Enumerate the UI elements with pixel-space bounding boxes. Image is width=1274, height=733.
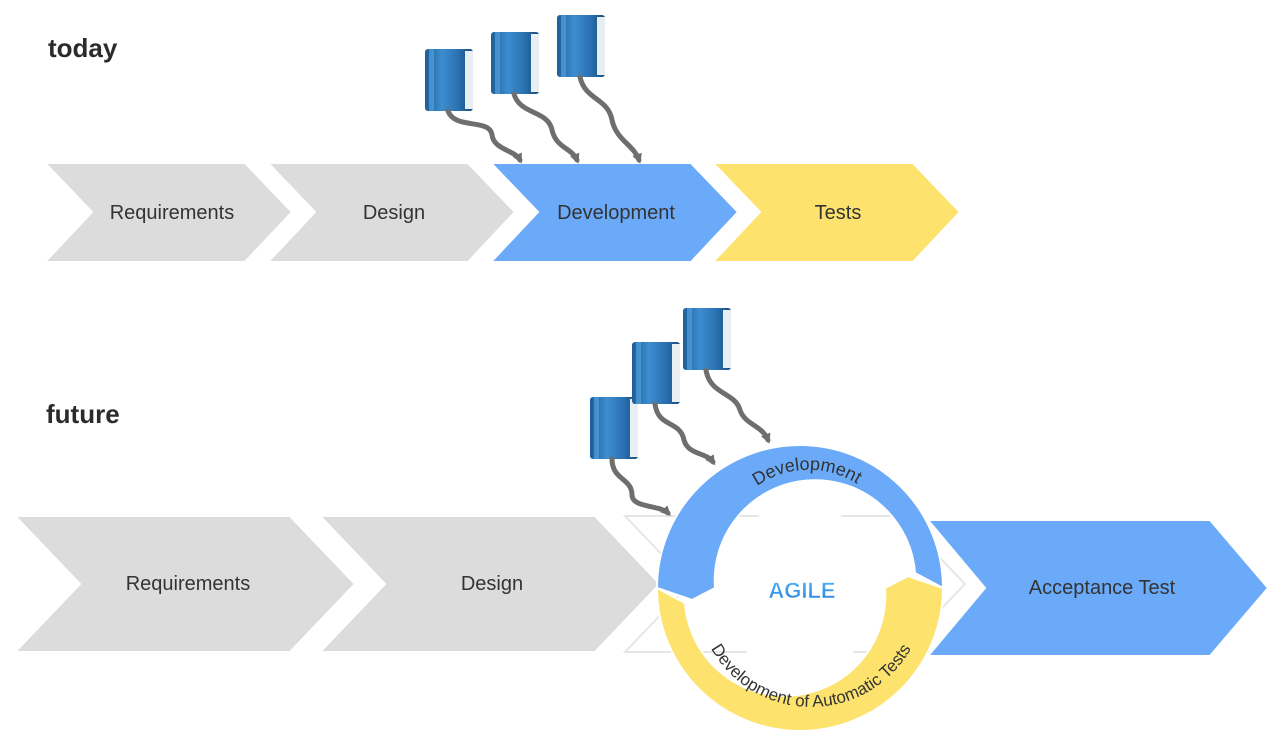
today-step-requirements: Requirements <box>42 162 294 263</box>
today-step-design: Design <box>265 162 517 263</box>
book-icon <box>557 15 605 77</box>
cycle-center <box>717 505 883 671</box>
future-connectors <box>609 367 771 516</box>
today-step-tests-label: Tests <box>815 202 862 224</box>
curved-arrow <box>511 91 580 164</box>
today-step-tests: Tests <box>710 162 962 263</box>
curved-arrow <box>577 74 642 164</box>
heading-today: today <box>48 33 118 63</box>
future-process: Requirements Design Acceptance Test <box>12 515 1270 657</box>
book-icon <box>590 397 638 459</box>
curved-arrow <box>703 367 771 444</box>
cycle-top-arc <box>655 444 945 602</box>
agile-cycle: AGILE Development Development of Automat… <box>655 444 945 732</box>
heading-future: future <box>46 399 120 429</box>
future-step-requirements-label: Requirements <box>126 573 251 595</box>
future-step-requirements: Requirements <box>12 515 357 653</box>
book-icon <box>632 342 680 404</box>
today-step-development: Development <box>488 162 740 263</box>
future-step-acceptance-test-label: Acceptance Test <box>1029 577 1176 599</box>
future-step-design: Design <box>317 515 662 653</box>
today-books <box>425 15 605 111</box>
agile-label: AGILE <box>768 578 835 603</box>
curved-arrow <box>445 108 523 164</box>
future-step-design-label: Design <box>461 573 523 595</box>
today-step-requirements-label: Requirements <box>110 202 235 224</box>
today-process: Requirements Design Development Tests <box>42 162 962 263</box>
curved-arrow <box>652 401 716 466</box>
today-step-design-label: Design <box>363 202 425 224</box>
future-step-acceptance-test: Acceptance Test <box>925 519 1270 657</box>
today-connectors <box>445 74 642 164</box>
today-step-development-label: Development <box>557 202 675 224</box>
curved-arrow <box>609 456 671 516</box>
book-icon <box>491 32 539 94</box>
book-icon <box>683 308 731 370</box>
cycle-bottom-arc <box>655 574 945 732</box>
book-icon <box>425 49 473 111</box>
future-books <box>590 308 731 459</box>
